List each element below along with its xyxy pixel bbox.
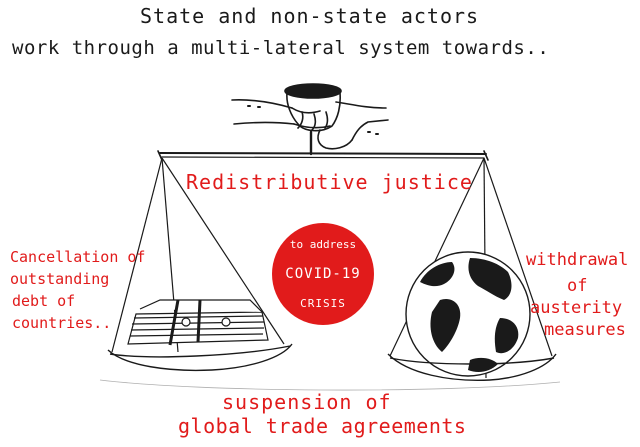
- right-label-line-3: austerity: [530, 298, 623, 318]
- badge-top-text: to address: [289, 238, 357, 251]
- scale-beam: [157, 150, 489, 161]
- title-line-2: work through a multi-lateral system towa…: [12, 37, 550, 59]
- money-stack: [127, 299, 269, 346]
- left-label-line-2: outstanding: [10, 270, 110, 288]
- hand-illustration: [231, 83, 389, 156]
- left-label-line-1: Cancellation of: [10, 248, 146, 266]
- left-label-line-4: countries..: [12, 314, 112, 332]
- bottom-label-line-2: global trade agreements: [178, 414, 467, 438]
- title-line-1: State and non-state actors: [140, 4, 480, 28]
- left-pan: [107, 343, 293, 372]
- badge-bottom-text: CRISIS: [300, 297, 346, 310]
- badge-middle-text: COVID-19: [285, 266, 361, 282]
- ground-line: [99, 379, 561, 391]
- right-pan: [387, 353, 557, 381]
- bottom-label-line-1: suspension of: [222, 390, 392, 414]
- covid-badge: [272, 223, 374, 325]
- right-label-line-2: of: [567, 276, 588, 296]
- right-label-line-4: measures: [544, 320, 626, 340]
- globe-illustration: [405, 251, 531, 377]
- right-label-line-1: withdrawal: [526, 250, 629, 270]
- left-label-line-3: debt of: [12, 292, 76, 310]
- beam-label: Redistributive justice: [186, 170, 473, 194]
